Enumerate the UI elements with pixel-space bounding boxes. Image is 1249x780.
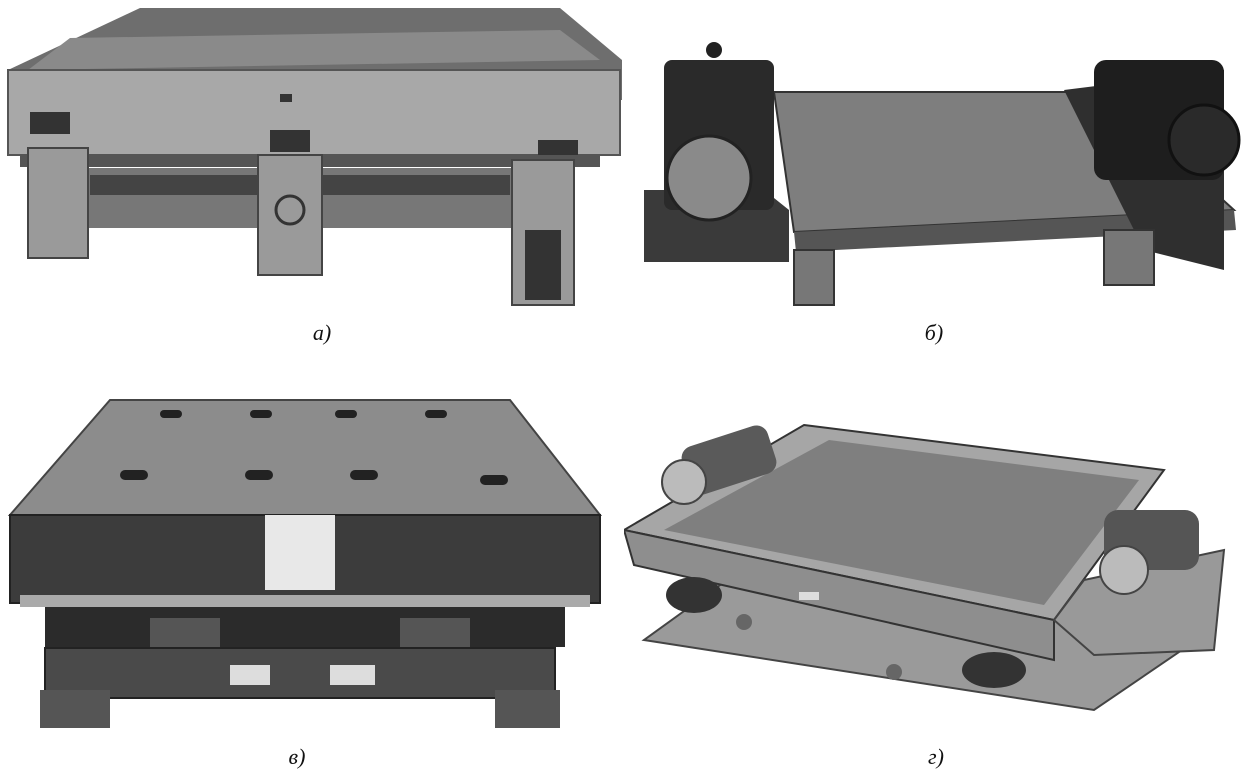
panel-label-a: а) [312,320,332,345]
panel-d: г) [624,390,1249,780]
vibrating-table-photo-b [644,42,1241,306]
panel-c: в) [0,390,624,780]
panel-b: б) [624,0,1249,360]
vibrating-table-photo-c [7,399,603,728]
panel-a: а) [0,0,624,360]
panel-label-c: в) [288,744,306,769]
vibrating-table-photo-a [7,8,622,306]
panel-label-d: г) [928,744,944,769]
vibrating-table-photo-d [624,423,1226,712]
panel-label-b: б) [924,320,944,345]
